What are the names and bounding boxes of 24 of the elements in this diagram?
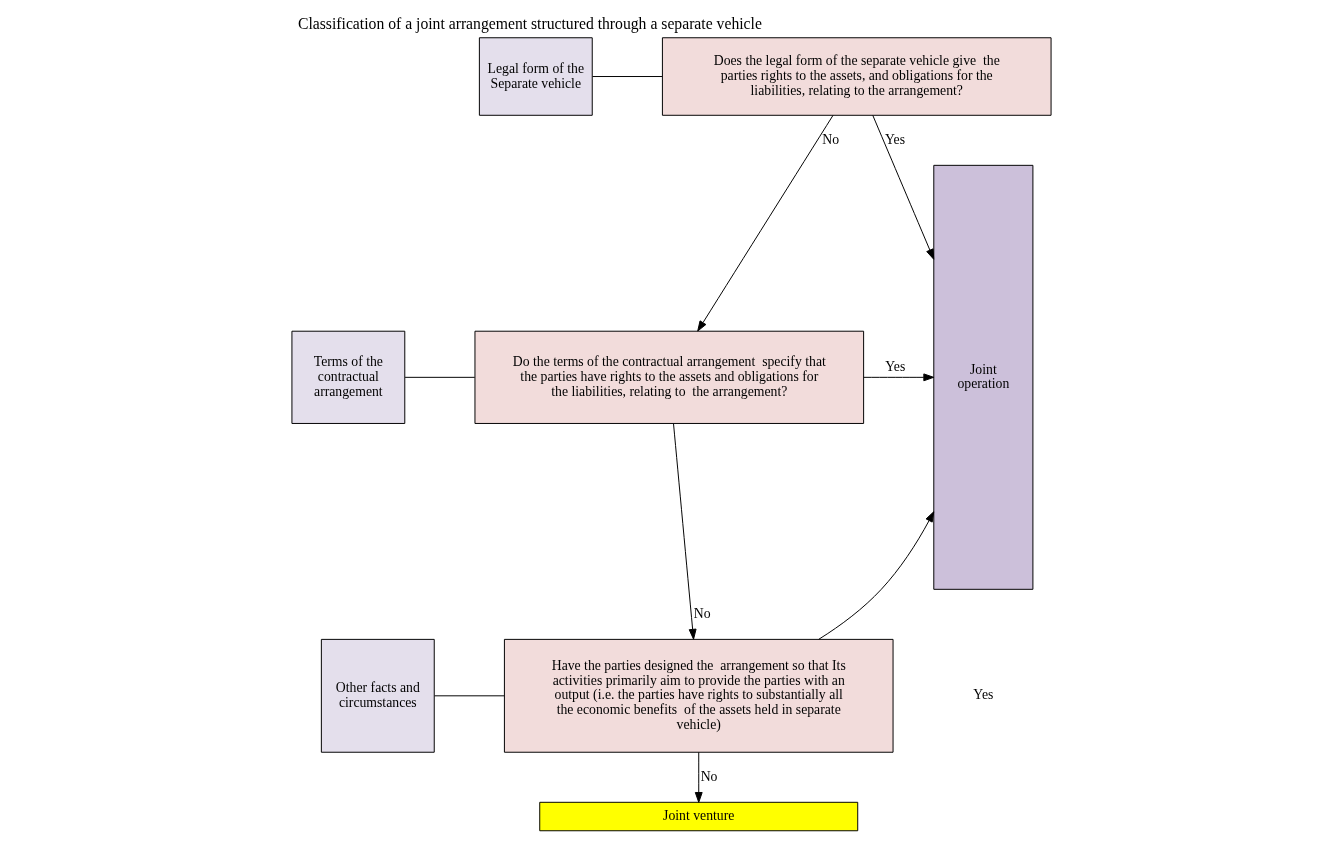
edge-label: No [821,131,839,147]
arrow [817,511,934,640]
node-box: Legal form of the Separate vehicle [478,37,593,116]
node-box: Terms of the contractual arrangement [290,330,405,424]
arrow [694,751,703,803]
edge-label: No [693,605,711,621]
edge-label: Yes [884,358,905,374]
connector [404,376,475,378]
connector [433,695,505,697]
label: Yes [972,687,993,703]
node-box: Have the parties designed the arrangement so that Its activities primarily aim to provide the parties with an output (i.e. the parties have rights to substantially all the economic benefits of the assets held in separate vehicle) [503,638,894,753]
edge-label: Yes [884,131,905,147]
node-box: Other facts and circumstances [320,638,435,753]
edge-label: No [700,768,717,784]
arrow [871,114,934,260]
node-box: Joint operation [932,164,1033,590]
arrow [672,423,697,640]
node-box: Joint venture [538,801,858,832]
arrow [862,373,934,382]
node-box: Do the terms of the contractual arrangement specify that the parties have rights to the assets and obligations for the liabilities, relating to the arrangement? [474,330,864,424]
diagram-title: Classification of a joint arrangement structured through a separate vehicle [297,14,762,32]
arrow [696,114,833,332]
node-box: Does the legal form of the separate vehicle give the parties rights to the assets, and obligations for the liabilities, relating to the arrangement? [661,37,1052,116]
connector [591,76,663,77]
